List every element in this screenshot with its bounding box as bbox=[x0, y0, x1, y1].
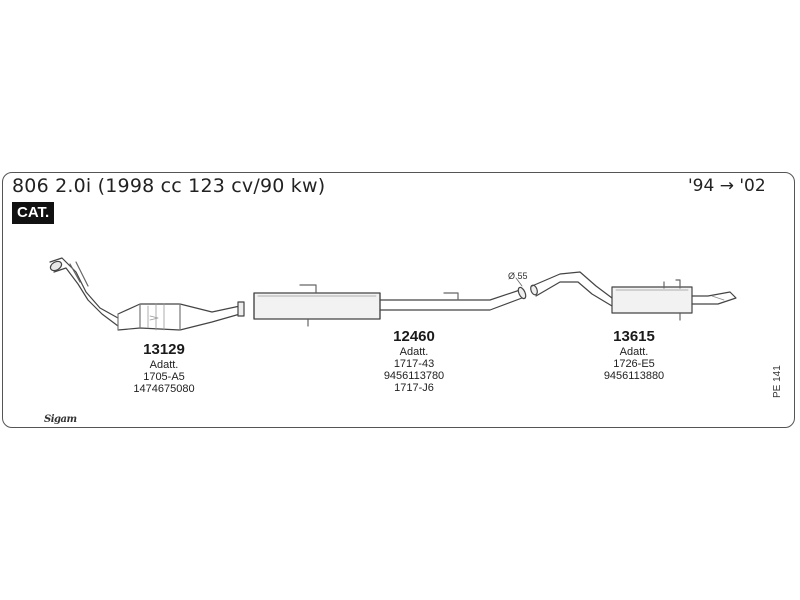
part-info-line: 1717-43 bbox=[393, 358, 435, 370]
part-info-line: Adatt. bbox=[149, 359, 179, 371]
cat-badge: CAT. bbox=[12, 202, 55, 224]
middle-silencer-pipe bbox=[253, 284, 527, 327]
part-info-line: 9456113880 bbox=[603, 370, 665, 382]
part-info-13129: Adatt. 1705-A5 1474675080 bbox=[104, 359, 224, 395]
diameter-label: Ø 55 bbox=[508, 271, 528, 281]
part-info-line: Adatt. bbox=[399, 346, 429, 358]
year-range: '94 → '02 bbox=[688, 176, 766, 196]
part-number-13129: 13129 bbox=[143, 341, 185, 358]
part-info-line: 9456113780 bbox=[383, 370, 445, 382]
part-info-12460: Adatt. 1717-43 9456113780 1717-J6 bbox=[354, 346, 474, 394]
part-info-line: 1705-A5 bbox=[143, 371, 185, 383]
part-info-line: 1474675080 bbox=[133, 383, 195, 395]
part-info-line: 1726-E5 bbox=[613, 358, 655, 370]
diagram-code: PE 141 bbox=[772, 365, 783, 398]
part-info-13615: Adatt. 1726-E5 9456113880 bbox=[574, 346, 694, 382]
part-info-line: 1717-J6 bbox=[394, 382, 434, 394]
rear-silencer bbox=[530, 271, 737, 321]
front-pipe-catalyst bbox=[49, 257, 245, 331]
part-number-12460: 12460 bbox=[393, 328, 435, 345]
vehicle-title: 806 2.0i (1998 cc 123 cv/90 kw) bbox=[12, 175, 326, 197]
part-number-13615: 13615 bbox=[613, 328, 655, 345]
part-info-line: Adatt. bbox=[619, 346, 649, 358]
brand-logo: Sigam bbox=[44, 414, 77, 425]
